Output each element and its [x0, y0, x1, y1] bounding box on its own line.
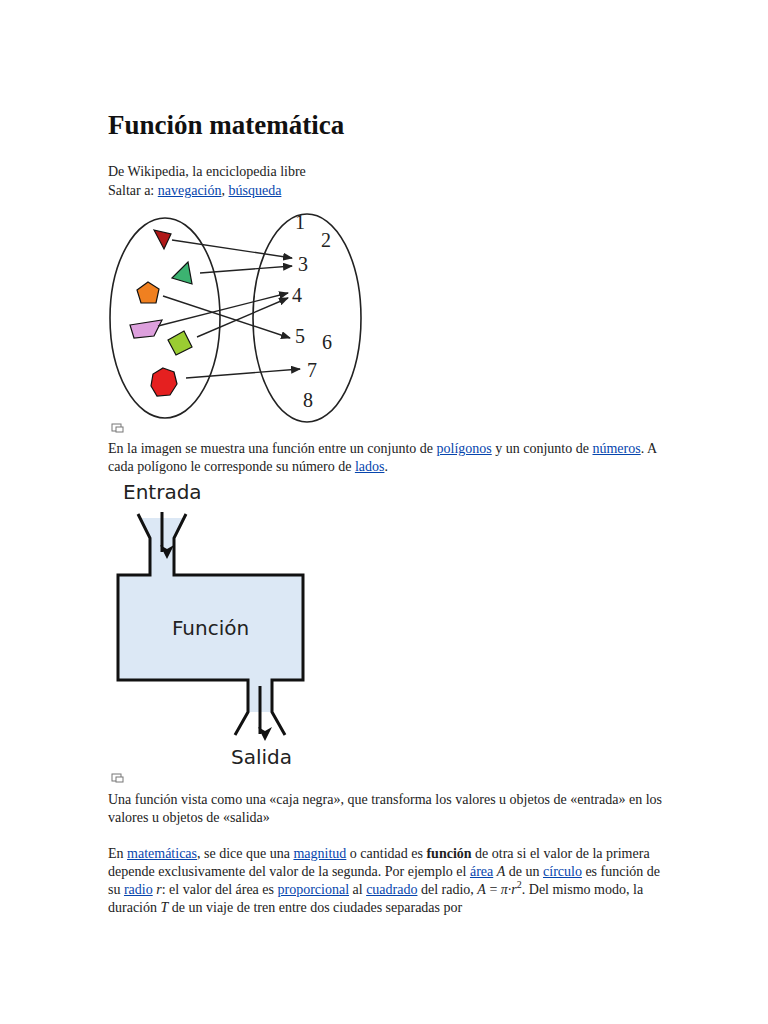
body-text: .	[522, 882, 526, 897]
mapping-arrow	[197, 298, 288, 337]
subtitle: De Wikipedia, la enciclopedia libre	[108, 164, 306, 180]
wiki-link: área	[470, 864, 493, 879]
wiki-link: lados	[355, 459, 385, 474]
set-number: 3	[298, 253, 308, 275]
paragraph: Enmatemáticas, se dice que unamagnitud o …	[108, 845, 668, 917]
pentagon	[137, 282, 159, 303]
set-number: 4	[292, 284, 302, 306]
output-label: Salida	[231, 745, 292, 769]
body-text: del radio,	[421, 882, 474, 897]
set-number: 8	[303, 389, 313, 411]
body-text: En la imagen se muestra una función entr…	[108, 441, 433, 456]
body-text: o cantidad es	[350, 846, 423, 861]
input-label: Entrada	[123, 480, 202, 504]
body-text: .	[384, 459, 388, 474]
body-text: Una función vista como una «caja negra»,…	[108, 792, 662, 825]
mapping-arrow	[172, 240, 292, 258]
wiki-link: círculo	[543, 864, 582, 879]
wiki-link: polígonos	[437, 441, 492, 456]
set-number: 1	[295, 211, 305, 233]
body-text: En	[108, 846, 124, 861]
function-box-fill	[118, 518, 303, 712]
quadrilateral	[130, 320, 162, 338]
square	[168, 331, 192, 355]
function-label: Función	[172, 616, 249, 640]
paragraph: Una función vista como una «caja negra»,…	[108, 791, 668, 827]
page-title: Función matemática	[108, 110, 344, 141]
set-ellipse	[110, 218, 220, 418]
body-text: al	[353, 882, 363, 897]
math-symbol: π·r	[501, 882, 517, 897]
triangle-green	[172, 262, 192, 284]
number-set: 123 4 567 8	[252, 212, 362, 424]
paragraph: Saltar a: navegación,búsqueda	[108, 182, 668, 200]
wiki-link: magnitud	[293, 846, 346, 861]
math-symbol: A	[477, 882, 486, 897]
function-box-outline	[118, 514, 303, 735]
set-number: 2	[321, 229, 331, 251]
body-text: ,	[222, 183, 226, 198]
mapping-arrow	[163, 296, 290, 338]
output-arrow	[259, 686, 262, 734]
mapping-arrow	[200, 266, 292, 273]
exponent: 2	[517, 879, 522, 890]
input-arrow	[161, 512, 164, 552]
body-text: y un conjunto de	[495, 441, 589, 456]
math-symbol: r	[156, 882, 161, 897]
wiki-link: navegación	[158, 183, 222, 198]
mapping-arrow	[186, 369, 300, 378]
mapping-arrow	[158, 293, 288, 326]
wiki-link: radio	[124, 882, 153, 897]
body-text: de un viaje de tren entre dos ciudades s…	[172, 900, 462, 915]
wiki-link: matemáticas	[127, 846, 197, 861]
math-symbol: T	[160, 900, 168, 915]
body-text: Saltar a:	[108, 183, 154, 198]
math-symbol: A	[497, 864, 506, 879]
heptagon	[151, 368, 177, 396]
paragraph: En la imagen se muestra una función entr…	[108, 440, 668, 476]
body-text: , se dice que una	[197, 846, 290, 861]
set-number: 5	[295, 325, 305, 347]
triangle	[154, 230, 171, 249]
body-text: de un	[509, 864, 540, 879]
wiki-link: búsqueda	[229, 183, 282, 198]
wiki-link: números	[592, 441, 640, 456]
bold-term: función	[426, 846, 471, 861]
function-box: Función	[118, 575, 303, 680]
wiki-link: cuadrado	[366, 882, 417, 897]
set-number: 7	[307, 359, 317, 381]
body-text: =	[489, 882, 497, 897]
wiki-link: proporcional	[278, 882, 350, 897]
body-text: : el valor del área es	[162, 882, 274, 897]
set-number: 6	[322, 331, 332, 353]
